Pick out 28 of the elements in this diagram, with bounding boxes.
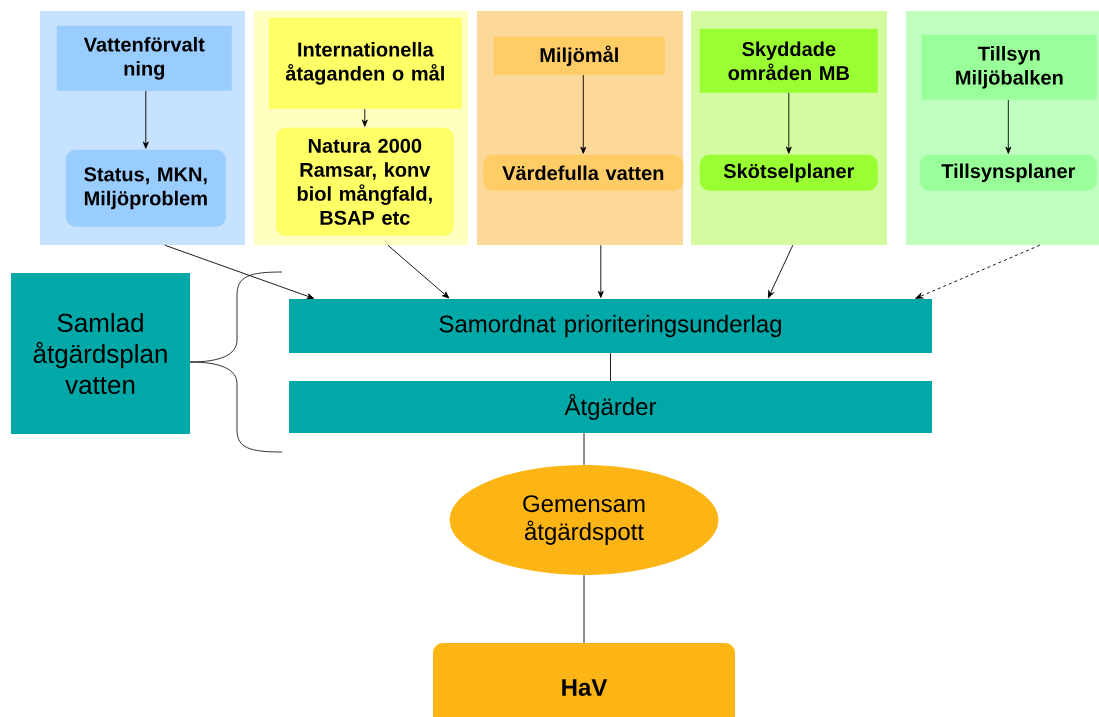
arrow bbox=[767, 244, 794, 299]
connector-line bbox=[583, 432, 585, 466]
ellipse-node: Gemensam åtgärdspott bbox=[449, 465, 719, 575]
heading-box: Tillsyn Miljöbalken bbox=[921, 34, 1097, 100]
heading-box: Vattenförvalt ning bbox=[56, 25, 232, 91]
bar-box: Samordnat prioriteringsunderlag bbox=[289, 299, 932, 353]
connector-line bbox=[610, 352, 611, 382]
arrow bbox=[142, 90, 149, 149]
arrow bbox=[1005, 99, 1012, 154]
arrow bbox=[387, 244, 450, 299]
heading-box: Miljömål bbox=[493, 36, 665, 75]
rounded-box: Värdefulla vatten bbox=[483, 154, 684, 191]
heading-box: Internationella åtaganden o mål bbox=[268, 17, 462, 109]
arrow bbox=[580, 74, 587, 154]
rounded-box: Natura 2000 Ramsar, konv biol mångfald, BSAP etc bbox=[275, 127, 454, 236]
text-box: Samlad åtgärdsplan vatten bbox=[11, 273, 190, 434]
rounded-box: Status, MKN, Miljöproblem bbox=[65, 149, 226, 227]
arrow bbox=[164, 244, 315, 300]
bar-box: Åtgärder bbox=[289, 381, 932, 433]
heading-box: Skyddade områden MB bbox=[699, 28, 878, 93]
rounded-box: Skötselplaner bbox=[699, 154, 878, 191]
rounded-box: Tillsynsplaner bbox=[919, 154, 1097, 191]
connector-line bbox=[583, 574, 585, 644]
arrow bbox=[915, 244, 1041, 299]
arrow bbox=[785, 92, 792, 154]
arrow bbox=[361, 108, 368, 127]
rounded-box: HaV bbox=[433, 643, 735, 717]
arrow bbox=[597, 244, 604, 298]
